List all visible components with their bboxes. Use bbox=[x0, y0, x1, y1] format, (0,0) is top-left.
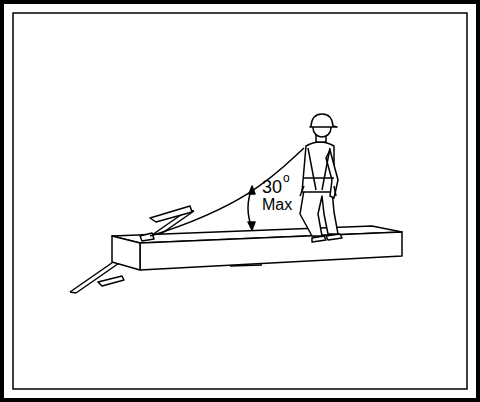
arrowhead bbox=[248, 222, 255, 230]
beam-front bbox=[140, 232, 402, 270]
angle-note: Max bbox=[262, 197, 292, 213]
hard-hat bbox=[310, 114, 337, 127]
degree-mark: o bbox=[283, 172, 290, 184]
beam-end bbox=[112, 236, 140, 270]
harness-leg-straps bbox=[300, 186, 336, 196]
lanyard bbox=[150, 148, 304, 236]
boot bbox=[312, 236, 326, 242]
arrowhead bbox=[249, 186, 255, 194]
angle-value: 30 bbox=[262, 178, 282, 196]
beam-mark bbox=[230, 265, 262, 266]
flange-plate bbox=[150, 206, 192, 222]
anchor bbox=[140, 233, 154, 241]
harness-straps bbox=[304, 148, 334, 190]
boot bbox=[326, 234, 342, 240]
flange-plate bbox=[98, 276, 124, 286]
inner-border bbox=[13, 13, 467, 389]
